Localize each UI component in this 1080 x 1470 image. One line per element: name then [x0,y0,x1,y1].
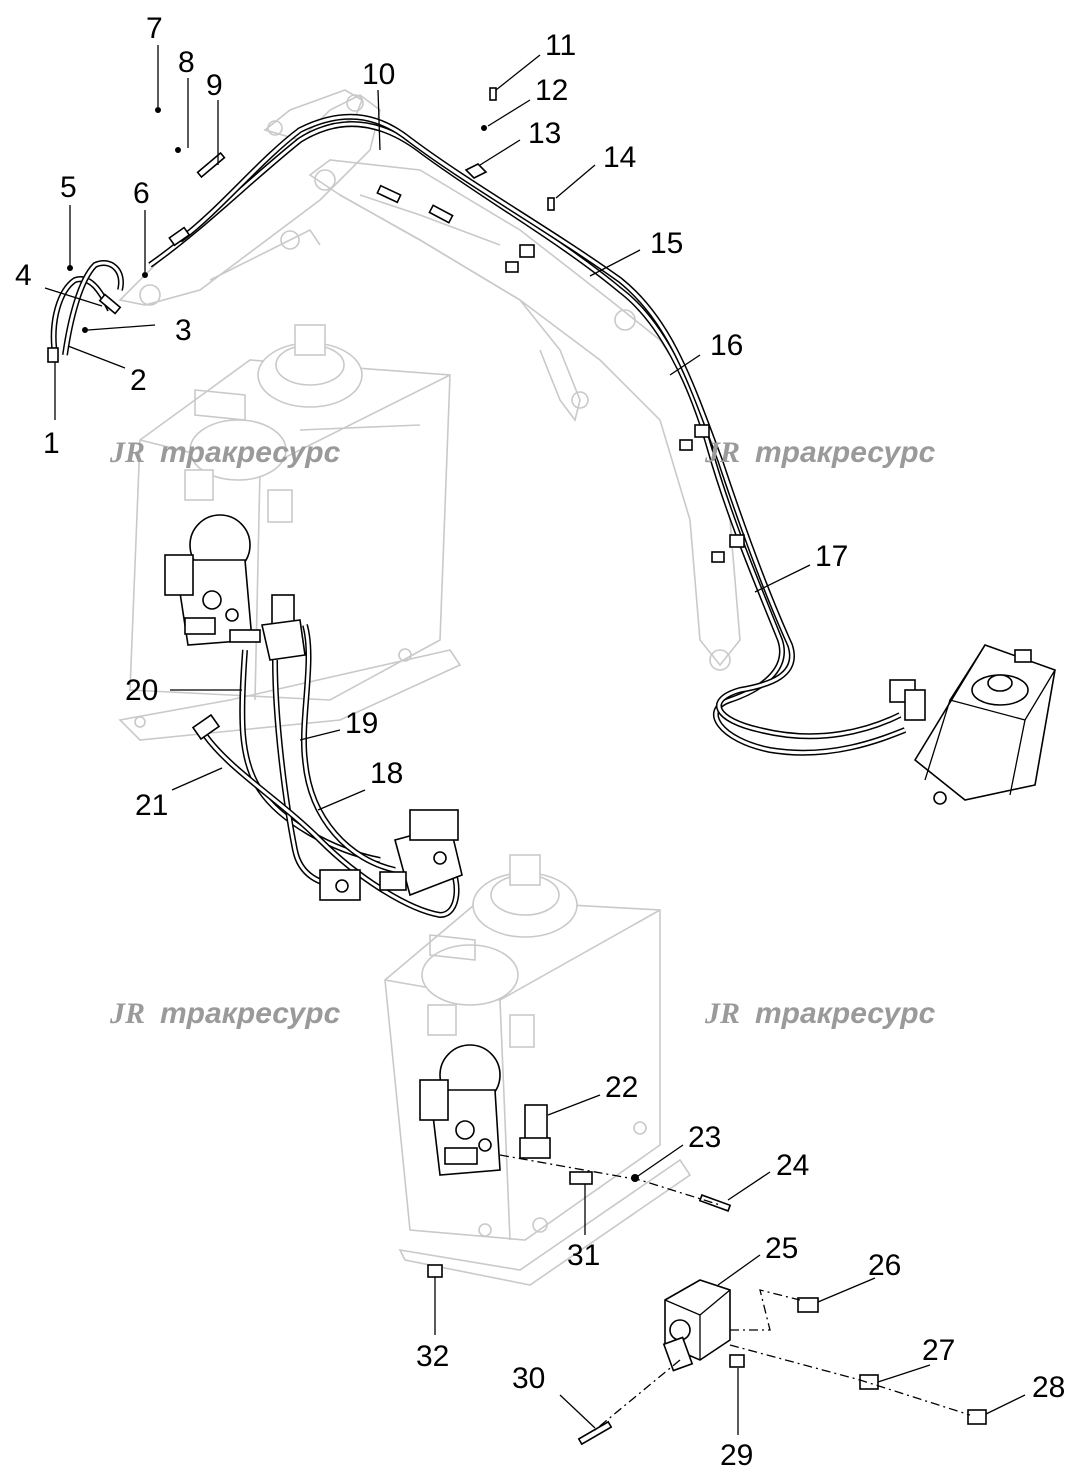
leader-lines [44,45,1026,1435]
watermark-1: JR тракресурс [109,436,341,469]
watermark-2: JR тракресурс [704,436,936,469]
callout-8: 8 [178,46,195,79]
hose-loop-parts-1-6 [47,87,555,363]
separate-valve-block [577,1279,987,1446]
callout-21: 21 [135,789,168,822]
callout-6: 6 [133,177,150,210]
callout-11: 11 [545,29,576,62]
callout-4: 4 [15,259,32,292]
callout-28: 28 [1032,1371,1065,1404]
callout-9: 9 [206,69,223,102]
watermark-text: тракресурс [160,997,341,1030]
callout-19: 19 [345,707,378,740]
callout-7: 7 [146,12,163,45]
watermark-text: тракресурс [160,436,341,469]
callout-5: 5 [60,171,77,204]
boom-arm-outline [118,89,741,671]
callout-2: 2 [130,364,147,397]
callout-18: 18 [370,757,403,790]
callout-27: 27 [922,1334,955,1367]
watermark-4: JR тракресурс [704,997,936,1030]
watermark-3: JR тракресурс [109,997,341,1030]
callout-12: 12 [535,74,568,107]
remote-tank-right [889,644,1056,805]
watermark-logo: JR [109,436,145,469]
callout-14: 14 [603,141,636,174]
callout-20: 20 [125,674,158,707]
callout-23: 23 [688,1121,721,1154]
callout-10: 10 [362,58,395,91]
watermark-logo: JR [109,997,145,1030]
callout-16: 16 [710,329,743,362]
callout-32: 32 [416,1340,449,1373]
callout-22: 22 [605,1071,638,1104]
callout-17: 17 [815,540,848,573]
boom-hydraulic-lines [148,113,907,756]
hydraulic-tank-lower [384,854,692,1286]
watermark-text: тракресурс [755,997,936,1030]
watermark-logo: JR [704,436,740,469]
hydraulic-tank-upper [118,324,462,741]
callout-3: 3 [175,314,192,347]
callout-26: 26 [868,1249,901,1282]
callout-25: 25 [765,1232,798,1265]
watermark-text: тракресурс [755,436,936,469]
callout-1: 1 [43,427,60,460]
callout-labels: 1 2 3 4 5 6 7 8 9 10 11 12 13 14 15 16 1… [15,12,1065,1470]
callout-30: 30 [512,1362,545,1395]
callout-31: 31 [567,1239,600,1272]
upper-valve-assembly [164,514,463,919]
callout-24: 24 [776,1149,809,1182]
lower-valve-assembly [419,1044,732,1278]
watermark-logo: JR [704,997,740,1030]
callout-15: 15 [650,227,683,260]
callout-29: 29 [720,1439,753,1470]
callout-13: 13 [528,117,561,150]
